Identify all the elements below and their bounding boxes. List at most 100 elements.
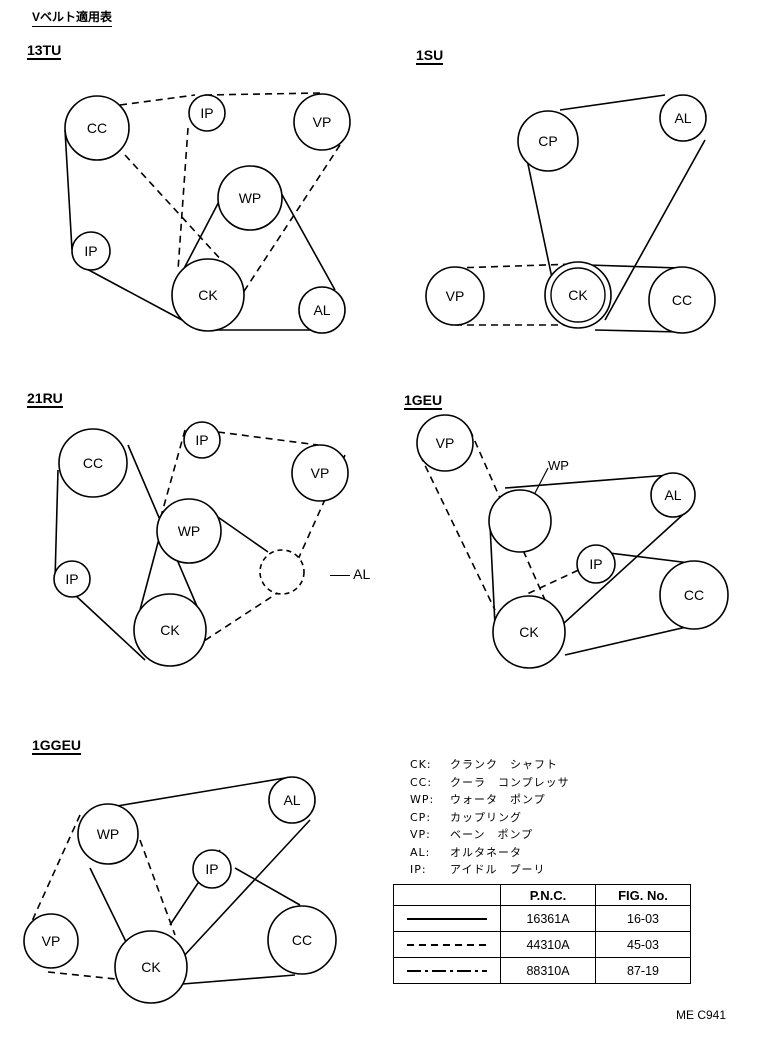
fig-cell: 16-03 [595, 905, 691, 932]
diagram-1su [454, 94, 706, 333]
line-style-dashed [393, 931, 501, 958]
pulley-13tu-cc: CC [64, 95, 130, 161]
legend-row: WP:ウォータ ポンプ [410, 793, 546, 806]
pulley-21ru-al [259, 549, 305, 595]
pulley-21ru-ip2: IP [53, 560, 91, 598]
table-header-pnc: P.N.C. [500, 884, 596, 906]
pnc-cell: 88310A [500, 957, 596, 984]
pulley-label: AL [664, 487, 681, 503]
al-callout-21ru: AL [330, 566, 370, 582]
pulley-label: IP [589, 556, 602, 572]
pulley-1geu-al: AL [650, 472, 696, 518]
legend-row: AL:オルタネータ [410, 845, 522, 859]
pulley-13tu-ip2: IP [71, 231, 111, 271]
legend-row: IP:アイドル プーリ [410, 863, 546, 876]
legend-row: CK:クランク シャフト [410, 758, 558, 771]
pulley-label: CC [292, 932, 312, 948]
pulley-21ru-wp: WP [156, 498, 222, 564]
pulley-13tu-ip1: IP [188, 94, 226, 132]
pulley-13tu-ck: CK [171, 258, 245, 332]
pulley-label: AL [313, 302, 330, 318]
abbreviation-legend: CK:クランク シャフト CC:クーラ コンプレッサ WP:ウォータ ポンプ C… [410, 756, 570, 879]
belt-1su-solid-cc [587, 264, 681, 333]
pulley-21ru-ck: CK [133, 593, 207, 667]
fig-cell: 45-03 [595, 931, 691, 958]
pnc-table: P.N.C. FIG. No. 16361A 16-03 44310A 45-0… [393, 884, 691, 984]
pulley-label: VP [311, 465, 330, 481]
pulley-21ru-vp: VP [291, 444, 349, 502]
engine-label-1su: 1SU [416, 47, 444, 65]
pulley-label: WP [239, 190, 262, 206]
pulley-label: CC [684, 587, 704, 603]
pulley-1su-al: AL [659, 94, 707, 142]
pulley-label: AL [283, 792, 300, 808]
pulley-1su-vp: VP [425, 266, 485, 326]
pulley-label: VP [436, 435, 455, 451]
pulley-1su-cp: CP [517, 110, 579, 172]
legend-row: CC:クーラ コンプレッサ [410, 775, 570, 789]
pulley-1geu-vp: VP [416, 414, 474, 472]
pulley-label: CK [519, 624, 539, 640]
pulley-label: IP [200, 105, 213, 121]
pulley-1geu-wp [488, 489, 552, 553]
pulley-label: CC [83, 455, 103, 471]
pulley-1ggeu-wp: WP [77, 803, 139, 865]
engine-label-1geu: 1GEU [404, 392, 443, 410]
pulley-label: CP [538, 133, 557, 149]
belt-13tu-dashed [119, 92, 341, 306]
pulley-label: VP [313, 114, 332, 130]
pulley-label: CK [568, 287, 588, 303]
pulley-1ggeu-al: AL [268, 776, 316, 824]
pulley-label: WP [97, 826, 120, 842]
pulley-label: AL [674, 110, 691, 126]
table-header-row: P.N.C. FIG. No. [393, 884, 691, 906]
pulley-label: CK [141, 959, 161, 975]
pulley-1su-cc: CC [648, 266, 716, 334]
pulley-label: VP [42, 933, 61, 949]
belt-1geu-solid [489, 474, 696, 656]
belt-21ru-dashed [159, 429, 346, 661]
line-style-dash-dot [393, 957, 501, 984]
belt-1ggeu-solid [89, 777, 311, 986]
pulley-1su-ck: CK [544, 261, 612, 329]
pulley-1geu-ip: IP [576, 544, 616, 584]
pulley-1ggeu-vp: VP [23, 913, 79, 969]
pnc-cell: 16361A [500, 905, 596, 932]
pulley-label: VP [446, 288, 465, 304]
table-row: 16361A 16-03 [393, 905, 691, 932]
pulley-13tu-al: AL [298, 286, 346, 334]
pnc-cell: 44310A [500, 931, 596, 958]
pulley-label: CK [160, 622, 180, 638]
pulley-1ggeu-ip: IP [192, 849, 232, 889]
table-header-fig: FIG. No. [595, 884, 691, 906]
fig-cell: 87-19 [595, 957, 691, 984]
diagram-1ggeu [27, 777, 311, 986]
table-header-line [393, 884, 501, 906]
sheet-title: Vベルト適用表 [32, 8, 113, 27]
pulley-1ggeu-cc: CC [267, 905, 337, 975]
pulley-1geu-ck: CK [492, 595, 566, 669]
pulley-label: IP [195, 432, 208, 448]
pulley-13tu-wp: WP [217, 165, 283, 231]
pulley-label: CC [87, 120, 107, 136]
pulley-label: IP [65, 571, 78, 587]
legend-row: CP:カップリング [410, 810, 522, 824]
pulley-1ggeu-ck: CK [114, 930, 188, 1004]
diagram-13tu [64, 92, 341, 331]
pulley-label: IP [84, 243, 97, 259]
engine-label-13tu: 13TU [27, 42, 62, 60]
engine-label-1ggeu: 1GGEU [32, 737, 82, 755]
belt-1ggeu-dashed [27, 814, 176, 981]
pulley-label: WP [178, 523, 201, 539]
pulley-21ru-ip1: IP [183, 421, 221, 459]
belt-13tu-solid [64, 129, 336, 331]
line-style-solid [393, 905, 501, 932]
pulley-21ru-cc: CC [58, 428, 128, 498]
table-row: 44310A 45-03 [393, 931, 691, 958]
belt-1su-dashed [454, 263, 576, 326]
pulley-label: CC [672, 292, 692, 308]
pulley-13tu-vp: VP [293, 93, 351, 151]
